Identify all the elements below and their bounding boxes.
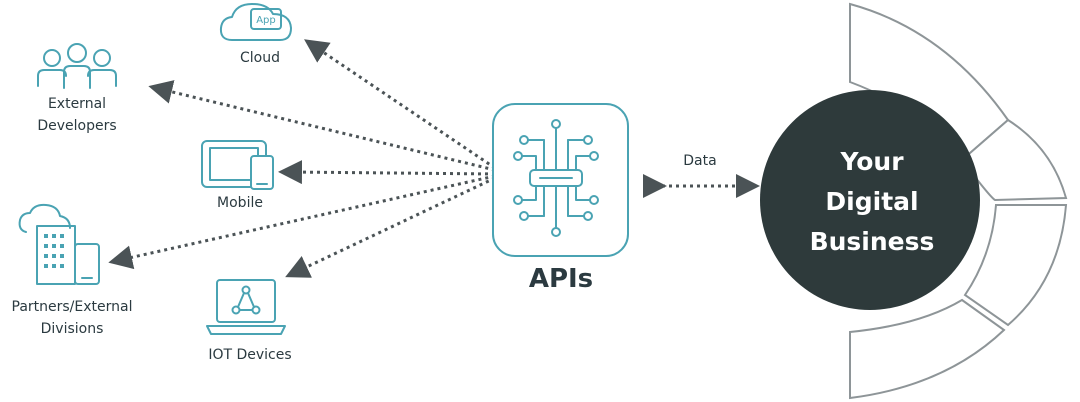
partners-label-2: Divisions bbox=[41, 321, 104, 337]
laptop-network-icon bbox=[206, 279, 286, 335]
data-label: Data bbox=[683, 153, 716, 169]
developers-node: External Developers bbox=[37, 43, 117, 134]
business-ring bbox=[849, 2, 1068, 400]
developers-label-1: External bbox=[48, 96, 106, 112]
partners-node: Partners/External Divisions bbox=[12, 203, 133, 337]
business-line-2: Digital bbox=[825, 187, 918, 216]
arrow-to-cloud bbox=[304, 39, 496, 170]
cloud-app-icon: App bbox=[219, 3, 292, 41]
iot-node: IOT Devices bbox=[206, 279, 292, 363]
digital-business-circle: Your Digital Business bbox=[760, 90, 980, 310]
cloud-app-label: App bbox=[256, 15, 276, 26]
mobile-label: Mobile bbox=[217, 195, 263, 211]
ring-segment-3 bbox=[963, 204, 1068, 327]
arrow-to-partners bbox=[108, 174, 496, 270]
circuit-chip-icon bbox=[513, 119, 599, 237]
cloud-building-phone-icon bbox=[18, 203, 100, 285]
mobile-node: Mobile bbox=[201, 140, 274, 211]
arrow-to-mobile bbox=[278, 160, 496, 185]
api-arrows bbox=[108, 39, 496, 278]
cloud-label: Cloud bbox=[240, 50, 280, 66]
cloud-node: App Cloud bbox=[219, 3, 292, 66]
arrow-to-iot bbox=[285, 176, 496, 278]
apis-label: APIs bbox=[529, 264, 593, 294]
business-line-1: Your bbox=[839, 147, 904, 176]
ring-segment-4 bbox=[849, 298, 1006, 400]
people-group-icon bbox=[37, 43, 117, 89]
developers-label-2: Developers bbox=[37, 118, 116, 134]
data-connector: Data bbox=[643, 153, 760, 198]
business-line-3: Business bbox=[810, 227, 935, 256]
iot-label: IOT Devices bbox=[208, 347, 291, 363]
business-circle bbox=[760, 90, 980, 310]
apis-node: APIs bbox=[492, 103, 629, 294]
partners-label-1: Partners/External bbox=[12, 299, 133, 315]
tablet-phone-icon bbox=[201, 140, 274, 190]
arrow-to-developers bbox=[148, 80, 496, 172]
